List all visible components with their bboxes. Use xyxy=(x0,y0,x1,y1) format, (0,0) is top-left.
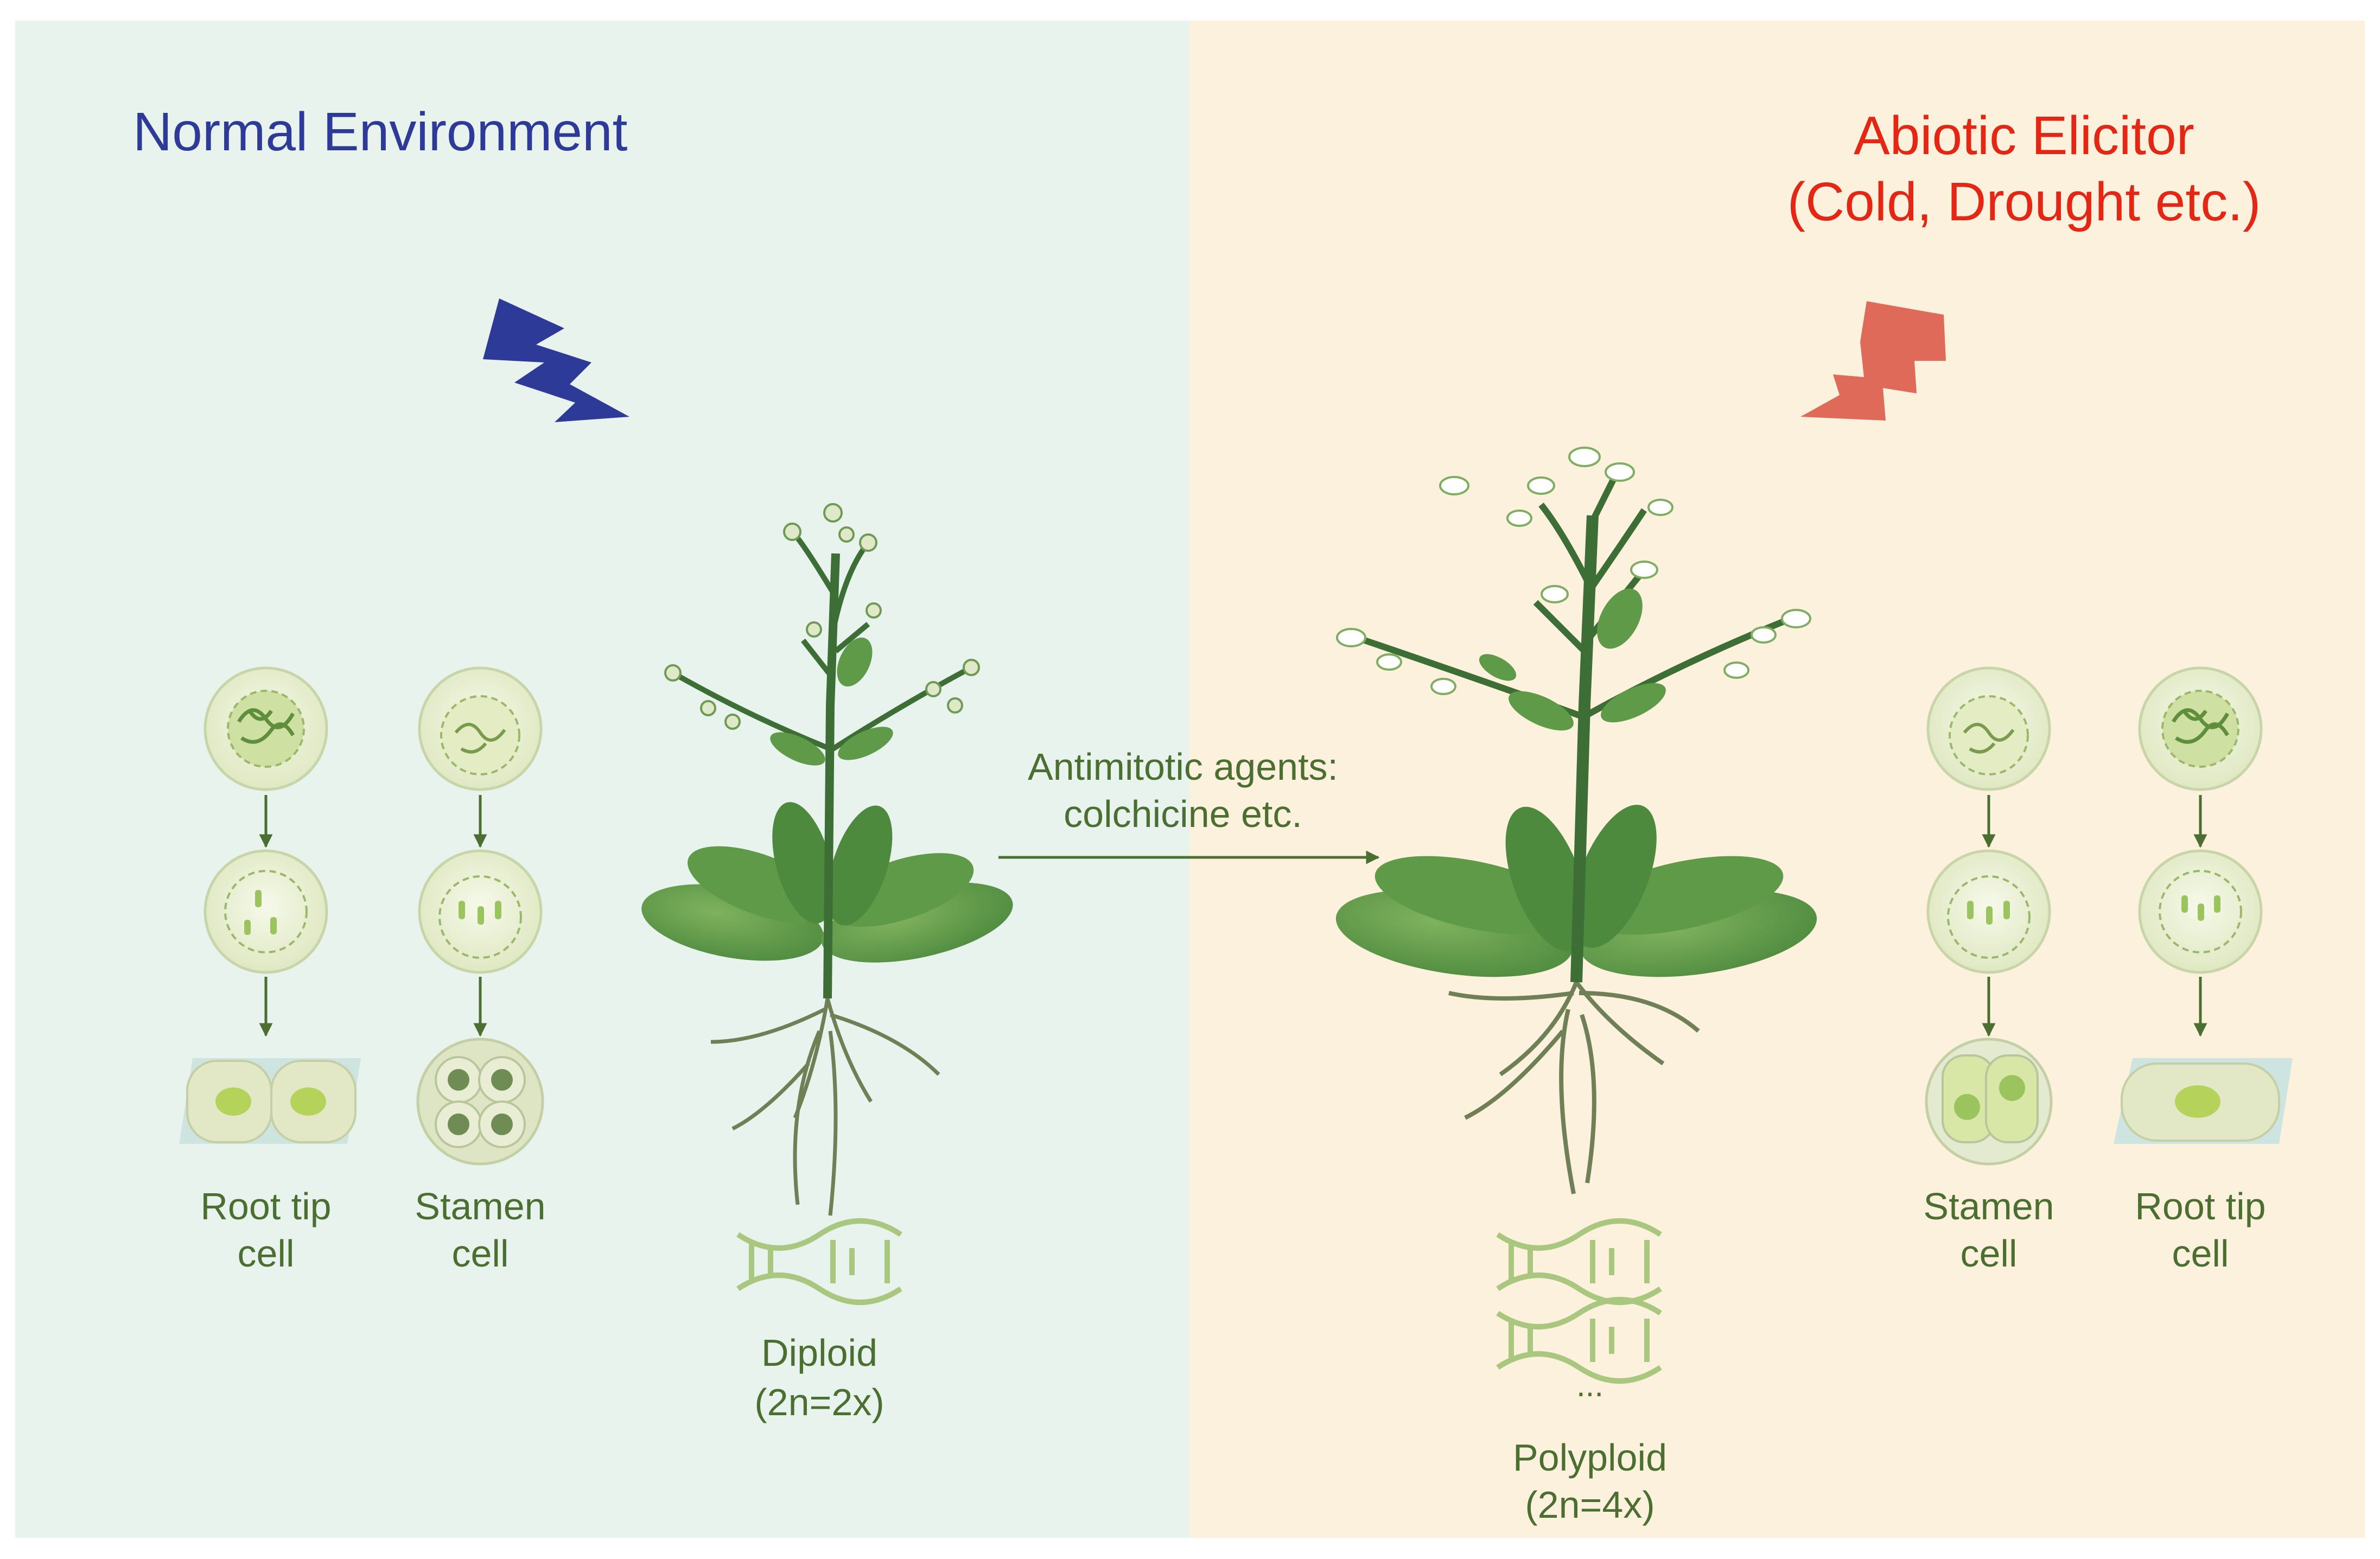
stamen-cell-column-right xyxy=(1925,666,2053,1166)
label-line1: Stamen xyxy=(1923,1185,2054,1227)
antimitotic-agents-label: Antimitotic agents: colchicine etc. xyxy=(993,746,1373,835)
label-line2: cell xyxy=(1960,1232,2018,1275)
left-root-tip-cell-label: Root tip cell xyxy=(179,1186,353,1275)
leaf xyxy=(1572,805,1657,948)
cell-mitosis-icon xyxy=(203,849,328,974)
label-line1: Stamen xyxy=(415,1185,546,1227)
chromosome-icon xyxy=(1967,901,1974,919)
nucleus-icon xyxy=(491,1113,513,1135)
nucleus-icon xyxy=(215,1087,251,1116)
label-line1: Root tip xyxy=(200,1185,332,1227)
chromatin-icon xyxy=(1963,723,2015,754)
chromosome-icon xyxy=(459,901,465,919)
abiotic-elicitor-title: Abiotic Elicitor (Cold, Drought etc.) xyxy=(1736,106,2312,232)
nucleus-icon xyxy=(491,1069,513,1091)
chromosome-icon xyxy=(2181,895,2188,913)
branch xyxy=(671,530,973,752)
chromosome-icon xyxy=(478,906,484,925)
nucleus-icon xyxy=(1999,1075,2025,1101)
label-line2: cell xyxy=(451,1232,509,1275)
left-panel-background xyxy=(15,21,1189,1538)
polyploid-label: Polyploid (2n=4x) xyxy=(1481,1437,1698,1526)
root-tip-cell-column-right xyxy=(2114,666,2293,1144)
nucleus-icon xyxy=(2161,690,2239,768)
nucleus-icon xyxy=(2175,1085,2220,1118)
nucleus-icon xyxy=(448,1113,469,1135)
ploidy-formula: (2n=4x) xyxy=(1525,1484,1655,1526)
left-stamen-cell-label: Stamen cell xyxy=(393,1186,567,1275)
stamen-cell-column-left xyxy=(416,666,544,1166)
leaf xyxy=(1601,683,1666,723)
diploid-label: Diploid (2n=2x) xyxy=(711,1332,928,1423)
spindle-icon xyxy=(438,875,522,959)
lightning-bolt-icon-elicitor xyxy=(1800,301,1946,421)
nucleus-icon xyxy=(1954,1094,1980,1120)
ploidy-name: Polyploid xyxy=(1512,1436,1668,1479)
leaf xyxy=(838,727,893,760)
diploid-plant-illustration xyxy=(641,503,1013,1216)
flower-cluster-icon xyxy=(664,503,980,730)
leaf xyxy=(1597,588,1643,649)
chromosome-icon xyxy=(495,901,501,919)
abiotic-elicitor-title-line1: Abiotic Elicitor xyxy=(1854,105,2194,166)
right-stamen-cell-label: Stamen cell xyxy=(1902,1186,2076,1275)
abiotic-elicitor-title-line2: (Cold, Drought etc.) xyxy=(1787,171,2261,232)
leaf xyxy=(828,805,893,926)
dna-double-helix-icon xyxy=(1496,1297,1662,1384)
chromosome-icon xyxy=(270,917,277,934)
chromatin-icon xyxy=(2172,708,2230,744)
spindle-icon xyxy=(224,870,308,953)
chromosome-icon xyxy=(244,920,251,935)
lightning-bolt-icon-normal xyxy=(483,298,629,422)
chromosome-icon xyxy=(255,890,262,907)
antimitotic-agents-line2: colchicine etc. xyxy=(1064,793,1302,835)
leaf xyxy=(1509,691,1574,731)
nucleus-icon xyxy=(290,1087,326,1116)
chromosome-icon xyxy=(2214,895,2220,913)
spindle-icon xyxy=(1947,875,2031,959)
antimitotic-agents-line1: Antimitotic agents: xyxy=(1028,746,1338,788)
chromatin-icon xyxy=(237,708,295,744)
chromosome-icon xyxy=(2198,903,2204,921)
tetrad-cell-icon xyxy=(416,1038,544,1166)
polyploid-ellipsis: ... xyxy=(1576,1367,1603,1403)
nucleus-icon xyxy=(448,1069,469,1091)
leaf xyxy=(837,637,873,687)
spindle-icon xyxy=(2159,870,2242,953)
ploidy-formula: (2n=2x) xyxy=(754,1381,884,1423)
polyploid-plant-illustration xyxy=(1335,447,1817,1194)
roots xyxy=(1448,981,1700,1194)
leaf xyxy=(1479,654,1517,681)
nucleus-icon xyxy=(227,690,305,768)
chromosome-icon xyxy=(1986,906,1993,925)
chromatin-icon xyxy=(454,723,506,754)
label-line1: Root tip xyxy=(2135,1185,2266,1227)
chromosome-icon xyxy=(2003,901,2010,919)
stem xyxy=(1570,515,1599,983)
roots xyxy=(710,998,940,1216)
label-line2: cell xyxy=(2172,1232,2229,1275)
dna-double-helix-icon xyxy=(736,1218,902,1305)
right-root-tip-cell-label: Root tip cell xyxy=(2114,1186,2287,1275)
stem xyxy=(823,553,840,999)
label-line2: cell xyxy=(237,1232,295,1275)
flower-cluster-icon xyxy=(1336,447,1811,695)
leaf xyxy=(772,802,834,924)
normal-environment-title: Normal Environment xyxy=(133,101,628,162)
leaf xyxy=(1505,806,1588,952)
leaf xyxy=(770,732,825,766)
ploidy-name: Diploid xyxy=(761,1332,877,1374)
root-tip-cell-column-left xyxy=(179,666,361,1144)
branch xyxy=(1356,476,1792,720)
